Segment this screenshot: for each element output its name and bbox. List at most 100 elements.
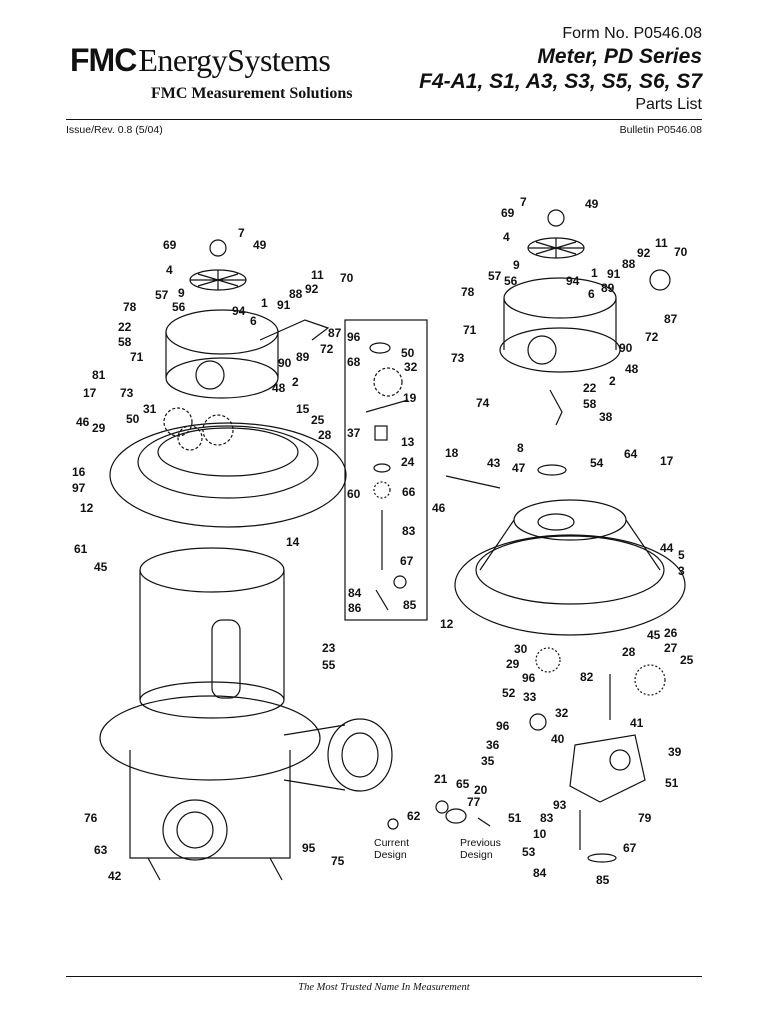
callout: 58 bbox=[583, 397, 597, 411]
callout: 68 bbox=[347, 355, 361, 369]
callout: 77 bbox=[467, 795, 481, 809]
callout: 49 bbox=[585, 197, 599, 211]
callout: 69 bbox=[163, 238, 177, 252]
callout: 64 bbox=[624, 447, 638, 461]
footer-rule bbox=[66, 976, 702, 977]
callout: 22 bbox=[583, 381, 597, 395]
callout: 9 bbox=[178, 286, 185, 300]
callout: 36 bbox=[486, 738, 500, 752]
callout: 72 bbox=[320, 342, 334, 356]
callout: 2 bbox=[292, 375, 299, 389]
previous-design-line: Previous bbox=[460, 837, 501, 849]
callout: 51 bbox=[665, 776, 679, 790]
callout: 1 bbox=[261, 296, 268, 310]
document-subtitle: Parts List bbox=[635, 96, 702, 113]
callout: 89 bbox=[601, 281, 615, 295]
left-meter-body bbox=[99, 547, 393, 881]
callout: 91 bbox=[277, 298, 291, 312]
logo-subtitle: FMC Measurement Solutions bbox=[151, 85, 353, 102]
callout: 90 bbox=[278, 356, 292, 370]
callout: 94 bbox=[232, 304, 246, 318]
title-block: Form No. P0546.08 Meter, PD Series F4-A1… bbox=[419, 24, 702, 116]
callout: 19 bbox=[403, 391, 417, 405]
callout: 38 bbox=[599, 410, 613, 424]
callout: 85 bbox=[596, 873, 610, 887]
callout: 33 bbox=[523, 690, 537, 704]
right-handwheel bbox=[527, 209, 585, 259]
callout: 44 bbox=[660, 541, 674, 555]
callout: 71 bbox=[130, 350, 144, 364]
callout: 89 bbox=[296, 350, 310, 364]
callout: 31 bbox=[143, 402, 157, 416]
right-callouts: 7 49 69 4 9 92 11 70 57 56 94 1 91 88 78… bbox=[432, 195, 694, 887]
callout: 25 bbox=[680, 653, 694, 667]
previous-design-label: Previous Design bbox=[460, 837, 504, 861]
callout: 45 bbox=[94, 560, 108, 574]
right-counter-housing bbox=[499, 269, 671, 373]
callout: 17 bbox=[660, 454, 674, 468]
callout: 96 bbox=[522, 671, 536, 685]
callout: 21 bbox=[434, 772, 448, 786]
callout: 7 bbox=[520, 195, 527, 209]
callout: 57 bbox=[488, 269, 502, 283]
callout: 71 bbox=[463, 323, 477, 337]
callout: 11 bbox=[311, 268, 324, 282]
callout: 57 bbox=[155, 288, 169, 302]
right-shaft-parts bbox=[445, 389, 567, 489]
callout: 22 bbox=[118, 320, 132, 334]
callout: 60 bbox=[347, 487, 361, 501]
callout: 52 bbox=[502, 686, 516, 700]
callout: 58 bbox=[118, 335, 132, 349]
callout: 88 bbox=[622, 257, 636, 271]
callout: 88 bbox=[289, 287, 303, 301]
callout: 86 bbox=[348, 601, 362, 615]
form-number: Form No. P0546.08 bbox=[562, 25, 702, 42]
callout: 32 bbox=[404, 360, 418, 374]
callout: 81 bbox=[92, 368, 106, 382]
callout: 62 bbox=[407, 809, 421, 823]
callout: 75 bbox=[331, 854, 345, 868]
callout: 29 bbox=[92, 421, 106, 435]
callout: 24 bbox=[401, 455, 415, 469]
callout: 83 bbox=[402, 524, 416, 538]
callout: 14 bbox=[286, 535, 300, 549]
document-models: F4-A1, S1, A3, S3, S5, S6, S7 bbox=[419, 70, 702, 93]
callout: 18 bbox=[445, 446, 459, 460]
callout: 76 bbox=[84, 811, 98, 825]
callout: 6 bbox=[250, 314, 257, 328]
callout: 3 bbox=[678, 564, 685, 578]
callout: 65 bbox=[456, 777, 470, 791]
callout: 66 bbox=[402, 485, 416, 499]
callout: 40 bbox=[551, 732, 565, 746]
callout: 96 bbox=[496, 719, 510, 733]
left-counter-housing bbox=[165, 309, 330, 399]
callout: 70 bbox=[340, 271, 354, 285]
callout: 93 bbox=[553, 798, 567, 812]
callout: 78 bbox=[461, 285, 475, 299]
callout: 30 bbox=[514, 642, 528, 656]
page-header: FMC EnergySystems FMC Measurement Soluti… bbox=[0, 0, 768, 120]
logo-name: EnergySystems bbox=[138, 42, 331, 78]
callout: 50 bbox=[126, 412, 140, 426]
callout: 10 bbox=[533, 827, 547, 841]
callout: 87 bbox=[328, 326, 342, 340]
callout: 51 bbox=[508, 811, 522, 825]
callout: 74 bbox=[476, 396, 490, 410]
bulletin-number: Bulletin P0546.08 bbox=[619, 124, 702, 136]
callout: 47 bbox=[512, 461, 526, 475]
callout: 4 bbox=[166, 263, 173, 277]
left-handwheel bbox=[189, 239, 247, 291]
callout: 82 bbox=[580, 670, 594, 684]
callout: 1 bbox=[591, 266, 598, 280]
design-captions: Current Design Previous Design bbox=[374, 837, 504, 861]
callout: 12 bbox=[80, 501, 94, 515]
callout: 5 bbox=[678, 548, 685, 562]
callout: 41 bbox=[630, 716, 644, 730]
callout: 85 bbox=[403, 598, 417, 612]
callout: 79 bbox=[638, 811, 652, 825]
callout: 46 bbox=[432, 501, 446, 515]
callout: 95 bbox=[302, 841, 316, 855]
document-title: Meter, PD Series bbox=[537, 45, 702, 68]
callout: 48 bbox=[272, 381, 286, 395]
previous-design-line: Design bbox=[460, 849, 493, 861]
